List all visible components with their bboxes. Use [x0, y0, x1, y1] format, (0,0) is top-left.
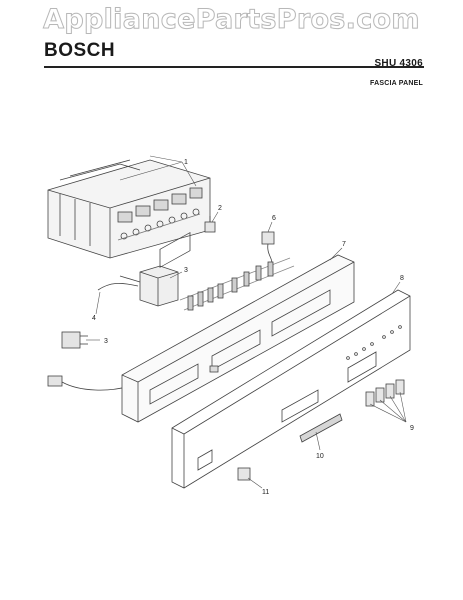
part-plug [47, 331, 131, 391]
callout-6: 6 [272, 215, 276, 222]
part-buttons [365, 379, 405, 407]
callout-4: 4 [92, 315, 96, 322]
model-number: SHU 4306 [374, 58, 423, 69]
callout-10: 10 [316, 453, 324, 460]
leader-lines [86, 155, 407, 489]
part-relay [119, 265, 179, 307]
callout-1: 1 [184, 159, 188, 166]
callout-7: 7 [342, 241, 346, 248]
part-switch [204, 216, 216, 233]
callout-3: 3 [184, 267, 188, 274]
callout-9: 9 [410, 425, 414, 432]
section-title: FASCIA PANEL [370, 80, 423, 87]
part-clip [237, 467, 251, 481]
part-wire [97, 282, 139, 291]
header-rule [44, 66, 424, 68]
watermark: AppliancePartsPros.com [43, 4, 420, 36]
callout-11: 11 [262, 489, 269, 496]
callout-8: 8 [400, 275, 404, 282]
callout-3-lower: 3 [104, 338, 108, 345]
part-inner-panel [121, 232, 355, 423]
brand-logo: BOSCH [44, 40, 116, 61]
part-control-module [47, 159, 211, 259]
callout-2: 2 [218, 205, 222, 212]
part-display-window [299, 413, 343, 443]
part-fascia-panel [171, 289, 411, 489]
